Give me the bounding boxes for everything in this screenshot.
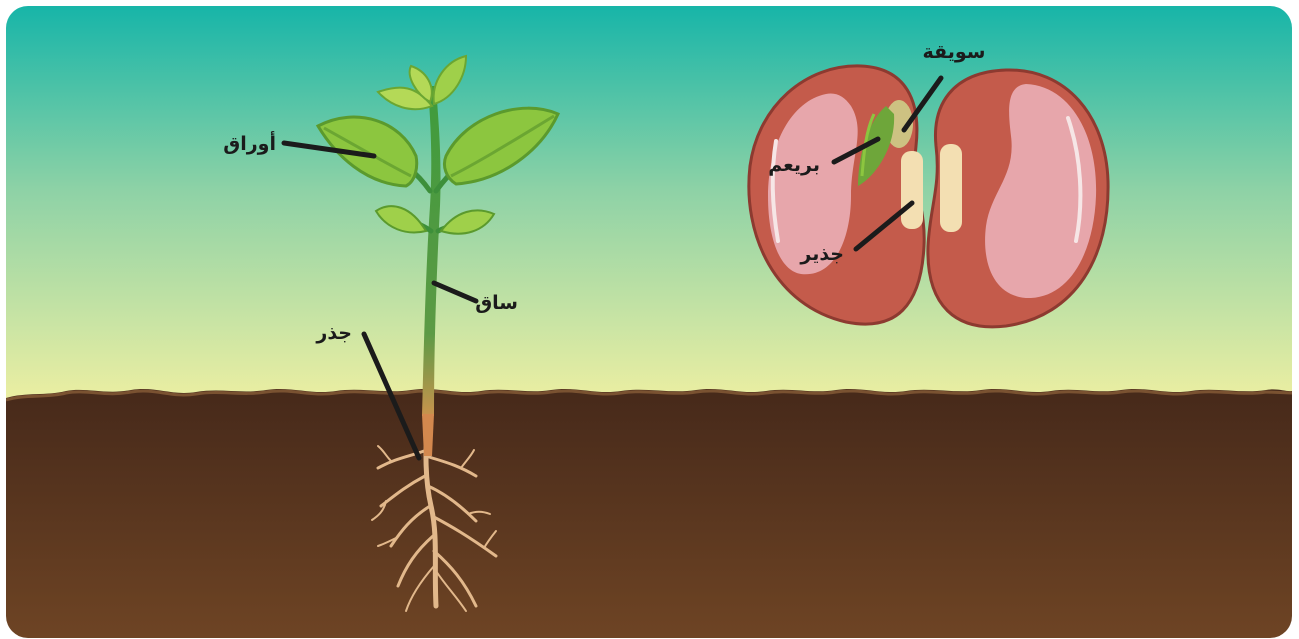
label-stem: ساق xyxy=(475,292,518,314)
label-hypocotyl: سويقة xyxy=(923,41,986,63)
seed-and-plant-diagram: أوراق ساق جذر سويقة بريعم جذير xyxy=(6,6,1292,638)
label-root: جذر xyxy=(315,322,352,344)
label-plumule: بريعم xyxy=(768,154,820,176)
seed-radicle-right xyxy=(940,144,962,232)
plant-stem-underground xyxy=(422,414,434,456)
soil-ground xyxy=(6,389,1292,638)
diagram-frame: أوراق ساق جذر سويقة بريعم جذير xyxy=(6,6,1292,638)
seed-radicle xyxy=(901,151,923,229)
label-radicle: جذير xyxy=(799,243,844,265)
label-leaves: أوراق xyxy=(223,131,276,155)
